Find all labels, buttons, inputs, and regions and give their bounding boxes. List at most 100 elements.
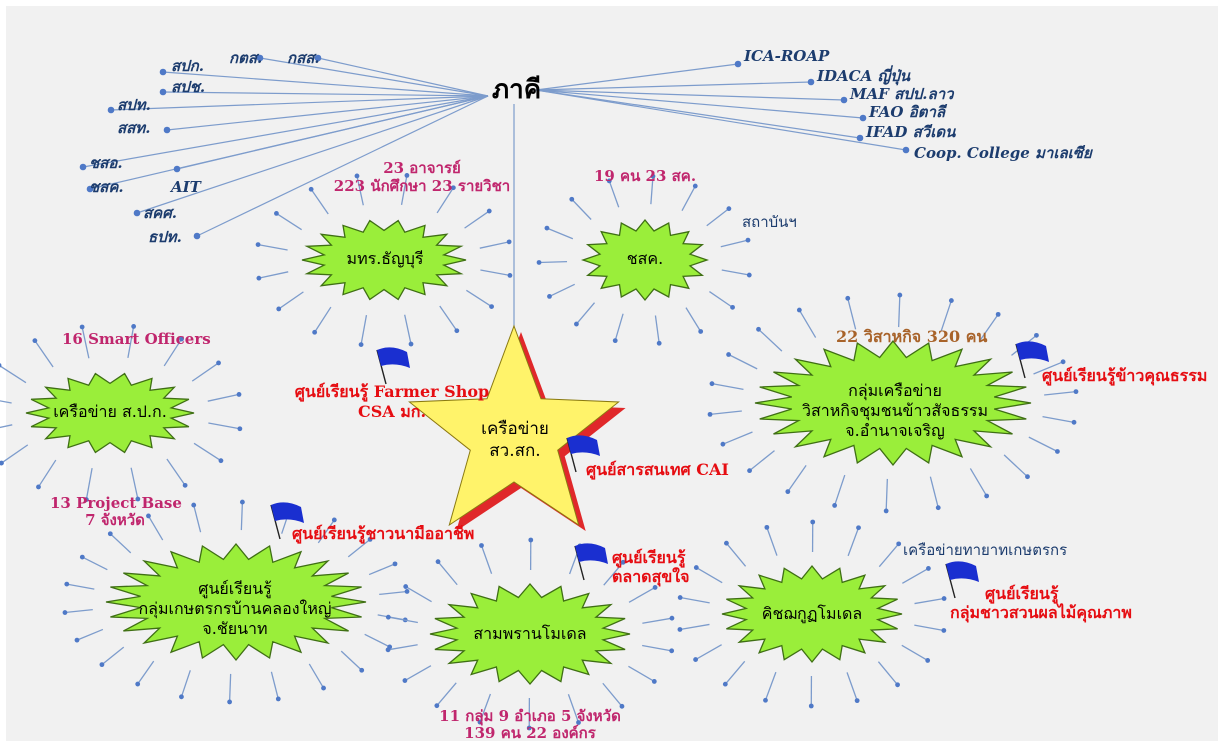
- burst-thanyaburi-spoke-dot: [256, 275, 262, 281]
- burst-chsk-spoke: [539, 260, 568, 264]
- burst-spk-spoke-dot: [237, 426, 243, 432]
- sampran-flag-line2: ตลาดสุขใจ: [612, 567, 690, 586]
- burst-sampran-spoke: [628, 665, 655, 683]
- burst-amnat-spoke: [834, 474, 846, 506]
- hub-dot-left-7: [86, 185, 94, 193]
- partner-left-5: สสท.: [117, 119, 151, 137]
- khitchakut-side-note: เครือข่ายทายาทเกษตรกร: [903, 541, 1068, 559]
- burst-chainat-spoke-dot: [359, 667, 365, 673]
- burst-thanyaburi-spoke-dot: [308, 186, 314, 192]
- amnat-note: 22 วิสาหกิจ 320 คน: [836, 327, 988, 346]
- burst-spk-spoke-dot: [36, 484, 41, 490]
- burst-sampran-spoke-dot: [435, 559, 441, 565]
- burst-sampran-spoke: [387, 644, 418, 651]
- burst-amnat-spoke-dot: [1060, 359, 1066, 365]
- burst-chainat-spoke-dot: [404, 589, 410, 594]
- hub-title: ภาคี: [492, 75, 542, 105]
- burst-chainat-spoke-dot: [367, 536, 373, 542]
- burst-thanyaburi-spoke-dot: [404, 172, 410, 178]
- burst-thanyaburi-spoke: [356, 175, 364, 206]
- burst-thanyaburi-spoke-dot: [312, 329, 318, 335]
- burst-amnat-spoke: [709, 410, 742, 416]
- node-amnat-line3: จ.อำนาจเจริญ: [845, 421, 945, 440]
- burst-chainat-spoke-dot: [392, 561, 398, 567]
- burst-chsk-spoke: [720, 239, 749, 248]
- burst-sampran-spoke-dot: [651, 679, 657, 684]
- burst-khitchakut-spoke: [914, 597, 945, 605]
- hub-line-right-5: [535, 89, 907, 151]
- burst-amnat-spoke-dot: [707, 411, 713, 417]
- burst-thanyaburi-spoke: [466, 289, 492, 308]
- burst-chsk-spoke-dot: [650, 173, 656, 179]
- partner-right-0: ICA-ROAP: [744, 47, 830, 65]
- burst-sampran-spoke-dot: [385, 614, 391, 620]
- burst-chainat-spoke: [379, 590, 408, 596]
- burst-spk-spoke-dot: [0, 460, 4, 466]
- burst-amnat-spoke: [711, 383, 744, 391]
- burst-spk-spoke: [37, 459, 57, 488]
- burst-khitchakut-spoke-dot: [895, 682, 900, 688]
- burst-spk-spoke-dot: [0, 363, 2, 368]
- burst-sampran-spoke-dot: [403, 584, 409, 589]
- burst-amnat-spoke: [798, 309, 817, 338]
- node-sampran-label: สามพรานโมเดล: [473, 624, 587, 643]
- burst-khitchakut-spoke: [878, 543, 900, 568]
- burst-chainat-spoke-dot: [64, 581, 70, 587]
- hub-dot-right-3: [859, 114, 867, 122]
- burst-chsk-spoke: [681, 185, 696, 212]
- burst-sampran-spoke: [436, 682, 457, 707]
- burst-sampran-spoke-dot: [652, 585, 658, 590]
- farmer-shop-label-line2: CSA มก.: [357, 402, 427, 421]
- burst-khitchakut-spoke-dot: [763, 697, 768, 703]
- burst-sampran-spoke-dot: [528, 537, 534, 543]
- node-amnat-line1: กลุ่มเครือข่าย: [848, 381, 942, 400]
- burst-chainat-spoke-dot: [275, 696, 281, 702]
- hub-dot-left-2: [314, 54, 322, 62]
- burst-sampran-spoke: [628, 586, 656, 603]
- burst-chsk-spoke: [709, 291, 733, 308]
- partner-right-2: MAF สปป.ลาว: [850, 85, 954, 103]
- burst-chainat: [105, 542, 367, 662]
- burst-spk-spoke-dot: [83, 497, 89, 502]
- burst-khitchakut-spoke: [902, 567, 929, 584]
- burst-amnat-spoke-dot: [845, 295, 851, 301]
- spk-note-bottom-line2: 7 จังหวัด: [85, 511, 145, 529]
- burst-sampran-spoke-dot: [402, 678, 408, 683]
- thanyaburi-note-line1: 23 อาจารย์: [383, 159, 461, 177]
- node-bursts: [25, 218, 1032, 685]
- burst-thanyaburi-spoke-dot: [450, 185, 456, 191]
- burst-chainat-spoke: [193, 504, 202, 533]
- burst-chsk-spoke-dot: [574, 321, 579, 327]
- burst-chainat-spoke: [340, 650, 363, 671]
- burst-spk-spoke: [193, 442, 222, 462]
- burst-spk-spoke-dot: [79, 324, 85, 330]
- burst-thanyaburi-spoke: [276, 212, 302, 231]
- hub-line-left-6: [82, 95, 489, 168]
- burst-amnat-spoke: [979, 314, 999, 342]
- burst-sampran-spoke-dot: [619, 703, 625, 709]
- chsk-note: 19 คน 23 สค.: [593, 167, 697, 185]
- partner-left-9: สคศ.: [143, 204, 177, 222]
- burst-spk-spoke: [1, 444, 29, 464]
- sampran-flag-line1: ศูนย์เรียนรู้: [612, 548, 686, 567]
- burst-khitchakut: [721, 564, 903, 664]
- burst-amnat-spoke-dot: [1073, 389, 1079, 395]
- hub-line-right-4: [535, 89, 861, 139]
- burst-chsk: [580, 218, 710, 302]
- burst-chainat-spoke-dot: [79, 554, 85, 560]
- burst-chainat-spoke: [308, 663, 325, 689]
- burst-amnat-spoke-dot: [756, 326, 761, 332]
- hub-dot-left-8: [173, 165, 181, 173]
- burst-khitchakut-spoke: [725, 542, 747, 567]
- hub-connector-lines: [79, 54, 910, 356]
- burst-chainat-spoke-dot: [321, 685, 326, 691]
- hub-line-left-1: [259, 57, 489, 97]
- burst-sampran-spoke-dot: [385, 647, 391, 653]
- burst-spk-spoke-dot: [135, 496, 141, 502]
- burst-chsk-spoke: [650, 176, 654, 205]
- burst-chsk-spoke-dot: [746, 272, 752, 278]
- partner-left-0: สปก.: [171, 57, 204, 75]
- burst-sampran-spoke: [602, 682, 623, 707]
- burst-thanyaburi-spoke: [400, 175, 408, 206]
